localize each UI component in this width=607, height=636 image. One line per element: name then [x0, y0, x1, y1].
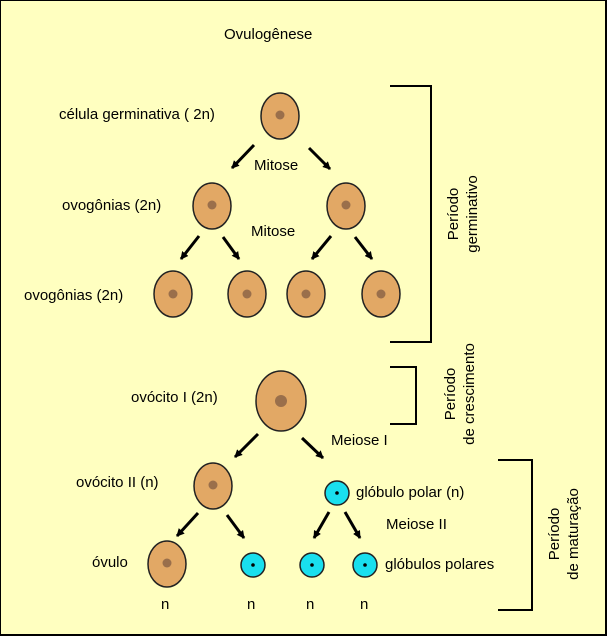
- oogonium-4: [361, 270, 401, 318]
- oocyte-1: [255, 370, 307, 432]
- label-oogonia-1: ovogônias (2n): [62, 197, 162, 214]
- ploidy-label-polar-1: n: [247, 596, 256, 613]
- label-oocyte-2: ovócito II (n): [76, 474, 159, 491]
- ovum: [147, 540, 187, 588]
- arrow-oocyte1-to-polar-body: [300, 436, 325, 460]
- period-growth-label: Período de crescimento: [442, 343, 478, 445]
- arrow-oogonium-to-cell-4: [353, 236, 374, 260]
- label-mitosis-2: Mitose: [251, 223, 296, 240]
- oocyte-2: [193, 462, 233, 510]
- label-oogonia-2: ovogônias (2n): [24, 287, 124, 304]
- bracket-maturation-period: [498, 459, 533, 611]
- label-mitosis-1: Mitose: [254, 157, 299, 174]
- polar-body-2: [299, 552, 325, 578]
- arrow-germ-to-right-oogonium: [307, 146, 332, 171]
- label-ovum: óvulo: [92, 554, 128, 571]
- arrow-oocyte2-to-ovum: [175, 511, 200, 538]
- oogonium-right: [326, 182, 366, 230]
- period-maturation-label: Período de maturação: [546, 488, 582, 580]
- diagram-title: Ovulogênese: [224, 26, 313, 43]
- arrow-oocyte2-to-polar-body: [225, 514, 246, 539]
- arrow-oocyte1-to-oocyte2: [233, 432, 260, 459]
- first-polar-body: [324, 480, 350, 506]
- label-meiosis-2: Meiose II: [386, 516, 447, 533]
- oogonium-3: [286, 270, 326, 318]
- label-meiosis-1: Meiose I: [331, 432, 388, 449]
- bracket-germinative-period: [390, 85, 432, 343]
- oogonium-1: [153, 270, 193, 318]
- oogonium-2: [227, 270, 267, 318]
- label-polar-bodies: glóbulos polares: [385, 556, 495, 573]
- arrow-oogonium-to-cell-3: [310, 235, 333, 260]
- label-oocyte-1: ovócito I (2n): [131, 389, 218, 406]
- oogonium-left: [192, 182, 232, 230]
- arrow-polar-body-to-right: [343, 511, 362, 539]
- arrow-oogonium-to-cell-2: [221, 236, 241, 260]
- polar-body-3: [352, 552, 378, 578]
- arrow-oogonium-to-cell-1: [179, 235, 201, 260]
- ploidy-label-ovum: n: [161, 596, 170, 613]
- label-polar-body: glóbulo polar (n): [356, 484, 465, 501]
- label-germ-cell: célula germinativa ( 2n): [59, 106, 215, 123]
- period-germinative-label: Período germinativo: [445, 175, 481, 253]
- bracket-growth-period: [390, 366, 417, 425]
- germ-cell: [260, 92, 300, 140]
- ploidy-label-polar-3: n: [360, 596, 369, 613]
- polar-body-1: [240, 552, 266, 578]
- arrow-germ-to-left-oogonium: [230, 143, 256, 170]
- ploidy-label-polar-2: n: [306, 596, 315, 613]
- arrow-polar-body-to-left: [312, 511, 331, 539]
